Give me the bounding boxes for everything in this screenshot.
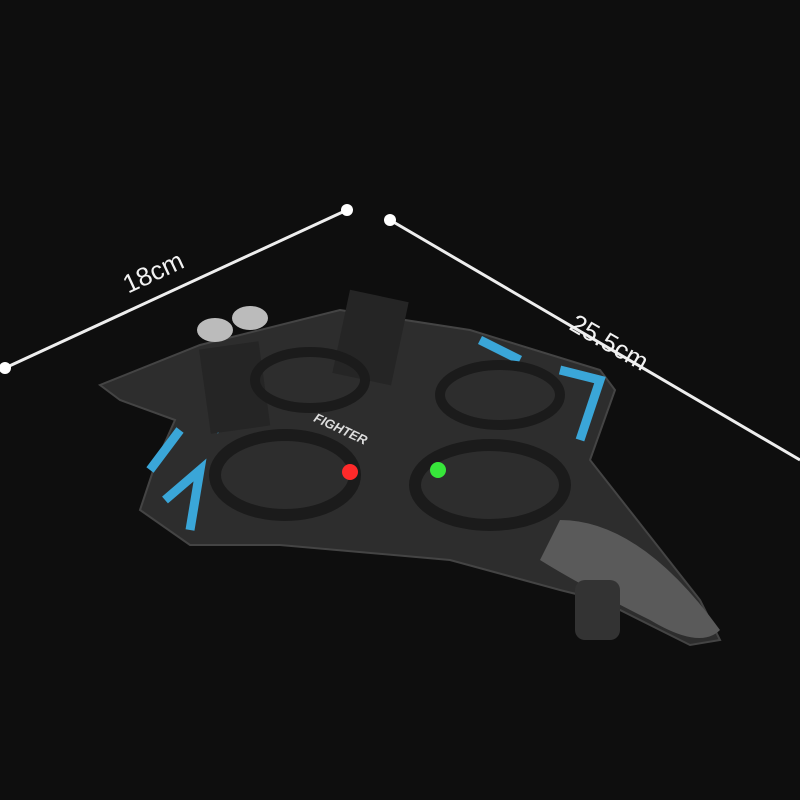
left-led: [342, 464, 358, 480]
drone-body: [97, 289, 722, 647]
width-dimension-line: [0, 204, 353, 374]
length-dimension-line: [384, 214, 800, 462]
right-led: [430, 462, 446, 478]
